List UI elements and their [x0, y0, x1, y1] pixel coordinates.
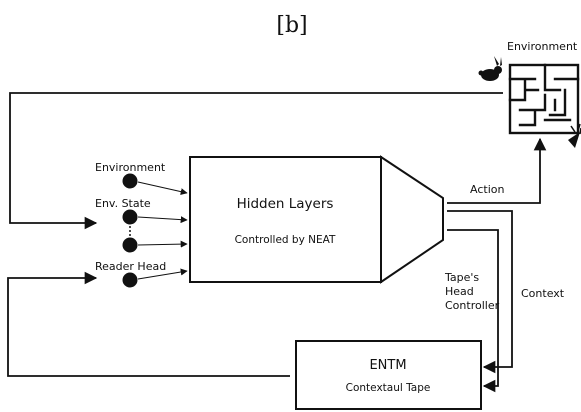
input-label-environment: Environment	[95, 161, 166, 174]
reader-head-feedback-arrow	[7, 271, 290, 377]
action-arrow	[447, 137, 547, 204]
hidden-layers-subtitle: Controlled by NEAT	[235, 234, 336, 246]
input-label-env-state: Env. State	[95, 197, 151, 210]
output-layer-trapezoid	[380, 155, 444, 284]
environment-title: Environment	[507, 40, 578, 53]
hidden-layers-box	[189, 156, 382, 283]
entm-box	[295, 340, 482, 410]
entm-subtitle: Contextaul Tape	[346, 382, 431, 394]
input-node-reader-head	[122, 272, 138, 288]
maze-icon	[508, 63, 580, 135]
environment-feedback-arrow	[9, 92, 503, 230]
panel-label: [b]	[276, 13, 307, 38]
action-label: Action	[470, 183, 504, 196]
input-connections	[137, 181, 188, 280]
entm-title: ENTM	[369, 358, 406, 373]
rabbit-icon	[478, 56, 502, 81]
input-node-env-state	[122, 209, 138, 225]
head-controller-arrow	[447, 229, 499, 393]
input-node-state-n	[122, 237, 138, 253]
context-label: Context	[521, 287, 565, 300]
head-controller-label: Tape's Head Controller	[444, 271, 500, 312]
carrot-icon	[568, 123, 581, 148]
input-node-environment	[122, 173, 138, 189]
input-label-reader-head: Reader Head	[95, 260, 166, 273]
hidden-layers-title: Hidden Layers	[237, 196, 334, 212]
